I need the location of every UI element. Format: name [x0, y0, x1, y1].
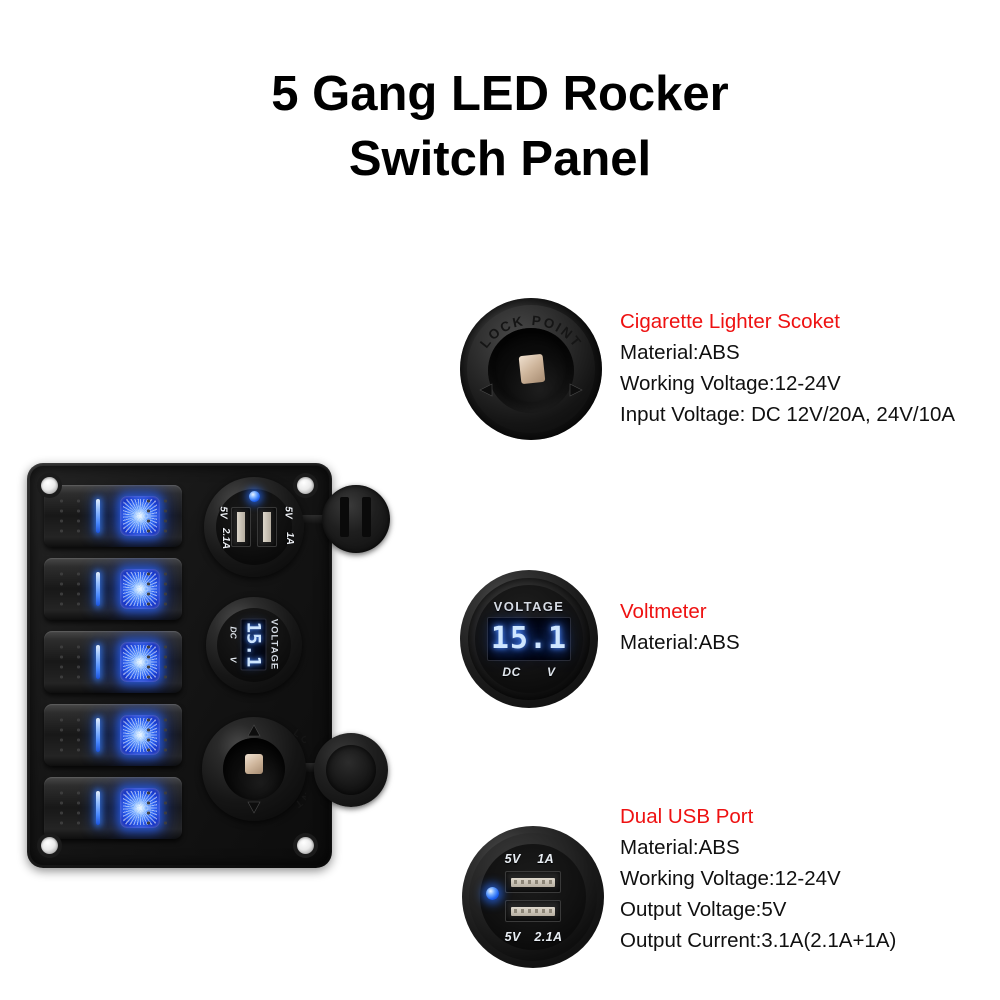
voltmeter-unit-v: V [546, 665, 556, 680]
panel-usb-left-amps: 2.1A [220, 527, 232, 550]
switch-panel-assembly: 5V 2.1A 5V 1A VOLTAGE 15.1 DC V [22, 455, 390, 875]
usb-slot-bottom[interactable] [504, 900, 562, 923]
panel-voltmeter-lcd: 15.1 [240, 618, 267, 671]
page-title-line2: Switch Panel [348, 131, 652, 186]
panel-lock-point-text: LOCK POINT [291, 728, 306, 811]
lock-point-engraving: LOCK POINT [477, 313, 585, 397]
callout-heading: Dual USB Port [620, 805, 754, 828]
page-title: 5 Gang LED Rocker Switch Panel [0, 62, 1000, 191]
voltmeter-reading: 15.1 [490, 621, 568, 657]
panel-voltmeter-rotated-group: VOLTAGE 15.1 DC V [228, 618, 280, 671]
switch-grip-texture [53, 496, 87, 536]
callout-heading: Voltmeter [620, 600, 707, 623]
callout-line-working-voltage: Working Voltage:12-24V [620, 372, 841, 395]
panel-lock-point-engraving: LOCK POINT [247, 724, 306, 814]
usb-tongue [263, 512, 271, 542]
switch-grip-texture [140, 715, 174, 755]
panel-voltmeter-units: DC V [228, 627, 238, 663]
mount-hole-bottom-right [297, 837, 314, 854]
usb-slot-top[interactable] [504, 871, 562, 894]
dual-usb-port-icon: 5V 1A 5V 2.1A [462, 826, 604, 968]
arrow-up-icon [247, 724, 261, 737]
voltmeter-icon: VOLTAGE 15.1 DC V [460, 570, 598, 708]
switch-grip-texture [140, 788, 174, 828]
rocker-switch-2[interactable] [44, 558, 182, 620]
panel-voltmeter-reading: 15.1 [242, 622, 265, 668]
cigarette-cap-arm [290, 763, 330, 772]
callout-line-input-voltage: Input Voltage: DC 12V/20A, 24V/10A [620, 403, 956, 426]
mount-hole-bottom-left [41, 837, 58, 854]
panel-voltmeter-unit-v: V [228, 657, 239, 663]
switch-grip-texture [140, 569, 174, 609]
switch-bar-led-icon [96, 718, 100, 752]
usb-dust-cap[interactable] [322, 485, 390, 553]
page-title-line1: 5 Gang LED Rocker [271, 67, 729, 121]
switch-bar-led-icon [96, 499, 100, 533]
panel-voltmeter-label: VOLTAGE [268, 619, 280, 671]
panel-usb-right-amps: 1A [283, 532, 295, 545]
rocker-switch-4[interactable] [44, 704, 182, 766]
panel-usb-right-volts: 5V [282, 506, 294, 519]
mount-hole-top-right [297, 477, 314, 494]
usb-tongue [237, 512, 245, 542]
arrow-left-icon [479, 383, 493, 397]
callout-cigarette-lighter: Cigarette Lighter Scoket Material:ABS Wo… [620, 306, 955, 430]
cigarette-lighter-socket-icon: LOCK POINT [460, 298, 602, 440]
arrow-right-icon [569, 383, 583, 397]
voltmeter-lcd: 15.1 [487, 616, 571, 662]
callout-line-material: Material:ABS [620, 836, 740, 859]
callout-line-output-current: Output Current:3.1A(2.1A+1A) [620, 929, 897, 952]
callout-line-material: Material:ABS [620, 631, 740, 654]
panel-cigarette-lighter-socket[interactable]: LOCK POINT [202, 717, 306, 821]
usb-bottom-volts-label: 5V [504, 929, 521, 944]
voltmeter-face: VOLTAGE 15.1 DC V [475, 585, 583, 693]
callout-heading: Cigarette Lighter Scoket [620, 310, 840, 333]
panel-usb-slot-right[interactable] [257, 507, 277, 547]
mount-hole-top-left [41, 477, 58, 494]
rocker-switch-5[interactable] [44, 777, 182, 839]
panel-usb-slot-left[interactable] [231, 507, 251, 547]
rocker-switch-3[interactable] [44, 631, 182, 693]
panel-voltmeter-face: VOLTAGE 15.1 DC V [216, 607, 292, 683]
callout-dual-usb: Dual USB Port Material:ABS Working Volta… [620, 801, 896, 956]
switch-grip-texture [53, 715, 87, 755]
switch-bar-led-icon [96, 791, 100, 825]
panel-socket-center-contact [244, 754, 264, 775]
voltmeter-units: DC V [502, 665, 555, 679]
usb-tongue [511, 877, 555, 887]
arrow-down-icon [247, 801, 261, 814]
switch-grip-texture [140, 642, 174, 682]
cigarette-socket-dust-cap[interactable] [314, 733, 388, 807]
voltmeter-unit-dc: DC [502, 665, 521, 680]
rocker-switch-1[interactable] [44, 485, 182, 547]
usb-cap-arm [294, 515, 340, 524]
switch-grip-texture [53, 569, 87, 609]
switch-bar-led-icon [96, 572, 100, 606]
switch-grip-texture [53, 788, 87, 828]
usb-top-amps-label: 1A [537, 851, 555, 866]
lock-point-text: LOCK POINT [477, 313, 585, 351]
callout-line-working-voltage: Working Voltage:12-24V [620, 867, 841, 890]
voltmeter-label: VOLTAGE [493, 598, 565, 614]
usb-bottom-amps-label: 2.1A [534, 929, 563, 944]
usb-tongue [511, 906, 555, 916]
panel-voltmeter: VOLTAGE 15.1 DC V [206, 597, 302, 693]
switch-bar-led-icon [96, 645, 100, 679]
panel-dual-usb-port[interactable]: 5V 2.1A 5V 1A [204, 477, 304, 577]
panel-voltmeter-unit-dc: DC [228, 627, 239, 640]
switch-grip-texture [140, 496, 174, 536]
callout-line-material: Material:ABS [620, 341, 740, 364]
panel-usb-power-led-icon [249, 491, 260, 502]
panel-usb-left-volts: 5V [217, 506, 229, 519]
usb-power-led-icon [486, 887, 500, 901]
callout-voltmeter: Voltmeter Material:ABS [620, 596, 740, 658]
switch-grip-texture [53, 642, 87, 682]
usb-top-volts-label: 5V [504, 851, 521, 866]
callout-line-output-voltage: Output Voltage:5V [620, 898, 787, 921]
